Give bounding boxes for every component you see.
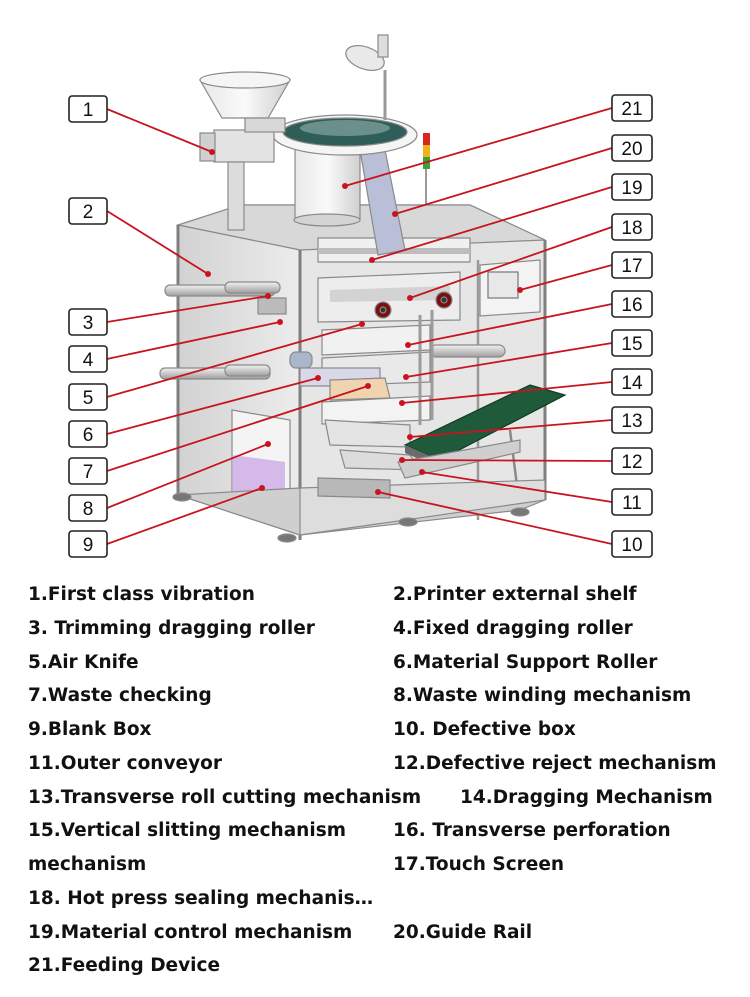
legend-item-2: 2.Printer external shelf — [393, 584, 637, 605]
svg-text:10: 10 — [621, 535, 642, 556]
callout-16: 16 — [611, 290, 653, 318]
legend-item-3: 3. Trimming dragging roller — [28, 618, 315, 639]
svg-text:18: 18 — [621, 218, 642, 239]
legend-item-6: 6.Material Support Roller — [393, 652, 658, 673]
legend-item-21: 21.Feeding Device — [28, 955, 221, 976]
svg-text:7: 7 — [83, 462, 94, 483]
svg-text:11: 11 — [622, 493, 642, 514]
legend-item-12: 12.Defective reject mechanism — [393, 753, 717, 774]
machine-illustration — [159, 34, 567, 543]
callout-5: 5 — [68, 383, 108, 411]
legend-item-9: 9.Blank Box — [28, 719, 152, 740]
legend-item-5: 5.Air Knife — [28, 652, 139, 673]
legend-item-14: 14.Dragging Mechanism — [460, 787, 713, 808]
legend-item-15-cont: mechanism — [28, 854, 147, 875]
callout-3: 3 — [68, 308, 108, 336]
parts-legend: 1.First class vibration 2.Printer extern… — [0, 578, 750, 997]
svg-text:4: 4 — [83, 350, 94, 371]
callout-13: 13 — [611, 406, 653, 434]
svg-text:14: 14 — [621, 373, 643, 394]
legend-item-13: 13.Transverse roll cutting mechanism — [28, 787, 422, 808]
svg-text:21: 21 — [621, 99, 642, 120]
svg-text:1: 1 — [83, 100, 94, 121]
callout-6: 6 — [68, 420, 108, 448]
callout-4: 4 — [68, 345, 108, 373]
legend-item-1: 1.First class vibration — [28, 584, 255, 605]
callout-8: 8 — [68, 494, 108, 522]
callout-19: 19 — [611, 173, 653, 201]
callout-boxes: 1 2 3 4 5 6 7 8 9 10 11 12 13 14 15 16 1… — [68, 94, 653, 558]
legend-item-17: 17.Touch Screen — [393, 854, 565, 875]
callout-14: 14 — [611, 368, 653, 396]
callout-20: 20 — [611, 134, 653, 162]
leader-arrowheads — [205, 149, 523, 495]
svg-text:15: 15 — [621, 334, 642, 355]
callout-2: 2 — [68, 197, 108, 225]
legend-item-11: 11.Outer conveyor — [28, 753, 222, 774]
legend-item-19: 19.Material control mechanism — [28, 922, 353, 943]
legend-item-15: 15.Vertical slitting mechanism — [28, 820, 346, 841]
callout-17: 17 — [611, 251, 653, 279]
callout-9: 9 — [68, 530, 108, 558]
callout-7: 7 — [68, 457, 108, 485]
callout-18: 18 — [611, 213, 653, 241]
callout-1: 1 — [68, 95, 108, 123]
svg-text:12: 12 — [621, 452, 642, 473]
svg-text:16: 16 — [621, 295, 642, 316]
svg-text:9: 9 — [83, 535, 94, 556]
callout-15: 15 — [611, 329, 653, 357]
machine-diagram: 1 2 3 4 5 6 7 8 9 10 11 12 13 14 15 16 1… — [68, 34, 653, 558]
legend-item-7: 7.Waste checking — [28, 685, 212, 706]
svg-text:6: 6 — [83, 425, 94, 446]
legend-item-10: 10. Defective box — [393, 719, 576, 740]
svg-text:3: 3 — [83, 313, 94, 334]
legend-item-20: 20.Guide Rail — [393, 922, 533, 943]
svg-text:17: 17 — [621, 256, 642, 277]
legend-item-18: 18. Hot press sealing mechanis… — [28, 888, 374, 909]
legend-item-4: 4.Fixed dragging roller — [393, 618, 633, 639]
svg-text:2: 2 — [83, 202, 94, 223]
callout-11: 11 — [611, 488, 653, 516]
svg-text:19: 19 — [621, 178, 642, 199]
svg-text:5: 5 — [83, 388, 94, 409]
legend-item-16: 16. Transverse perforation — [393, 820, 671, 841]
leader-lines — [106, 107, 613, 545]
svg-text:8: 8 — [83, 499, 94, 520]
svg-text:13: 13 — [621, 411, 642, 432]
svg-text:20: 20 — [621, 139, 642, 160]
legend-item-8: 8.Waste winding mechanism — [393, 685, 692, 706]
callout-12: 12 — [611, 447, 653, 475]
callout-10: 10 — [611, 530, 653, 558]
callout-21: 21 — [611, 94, 653, 122]
